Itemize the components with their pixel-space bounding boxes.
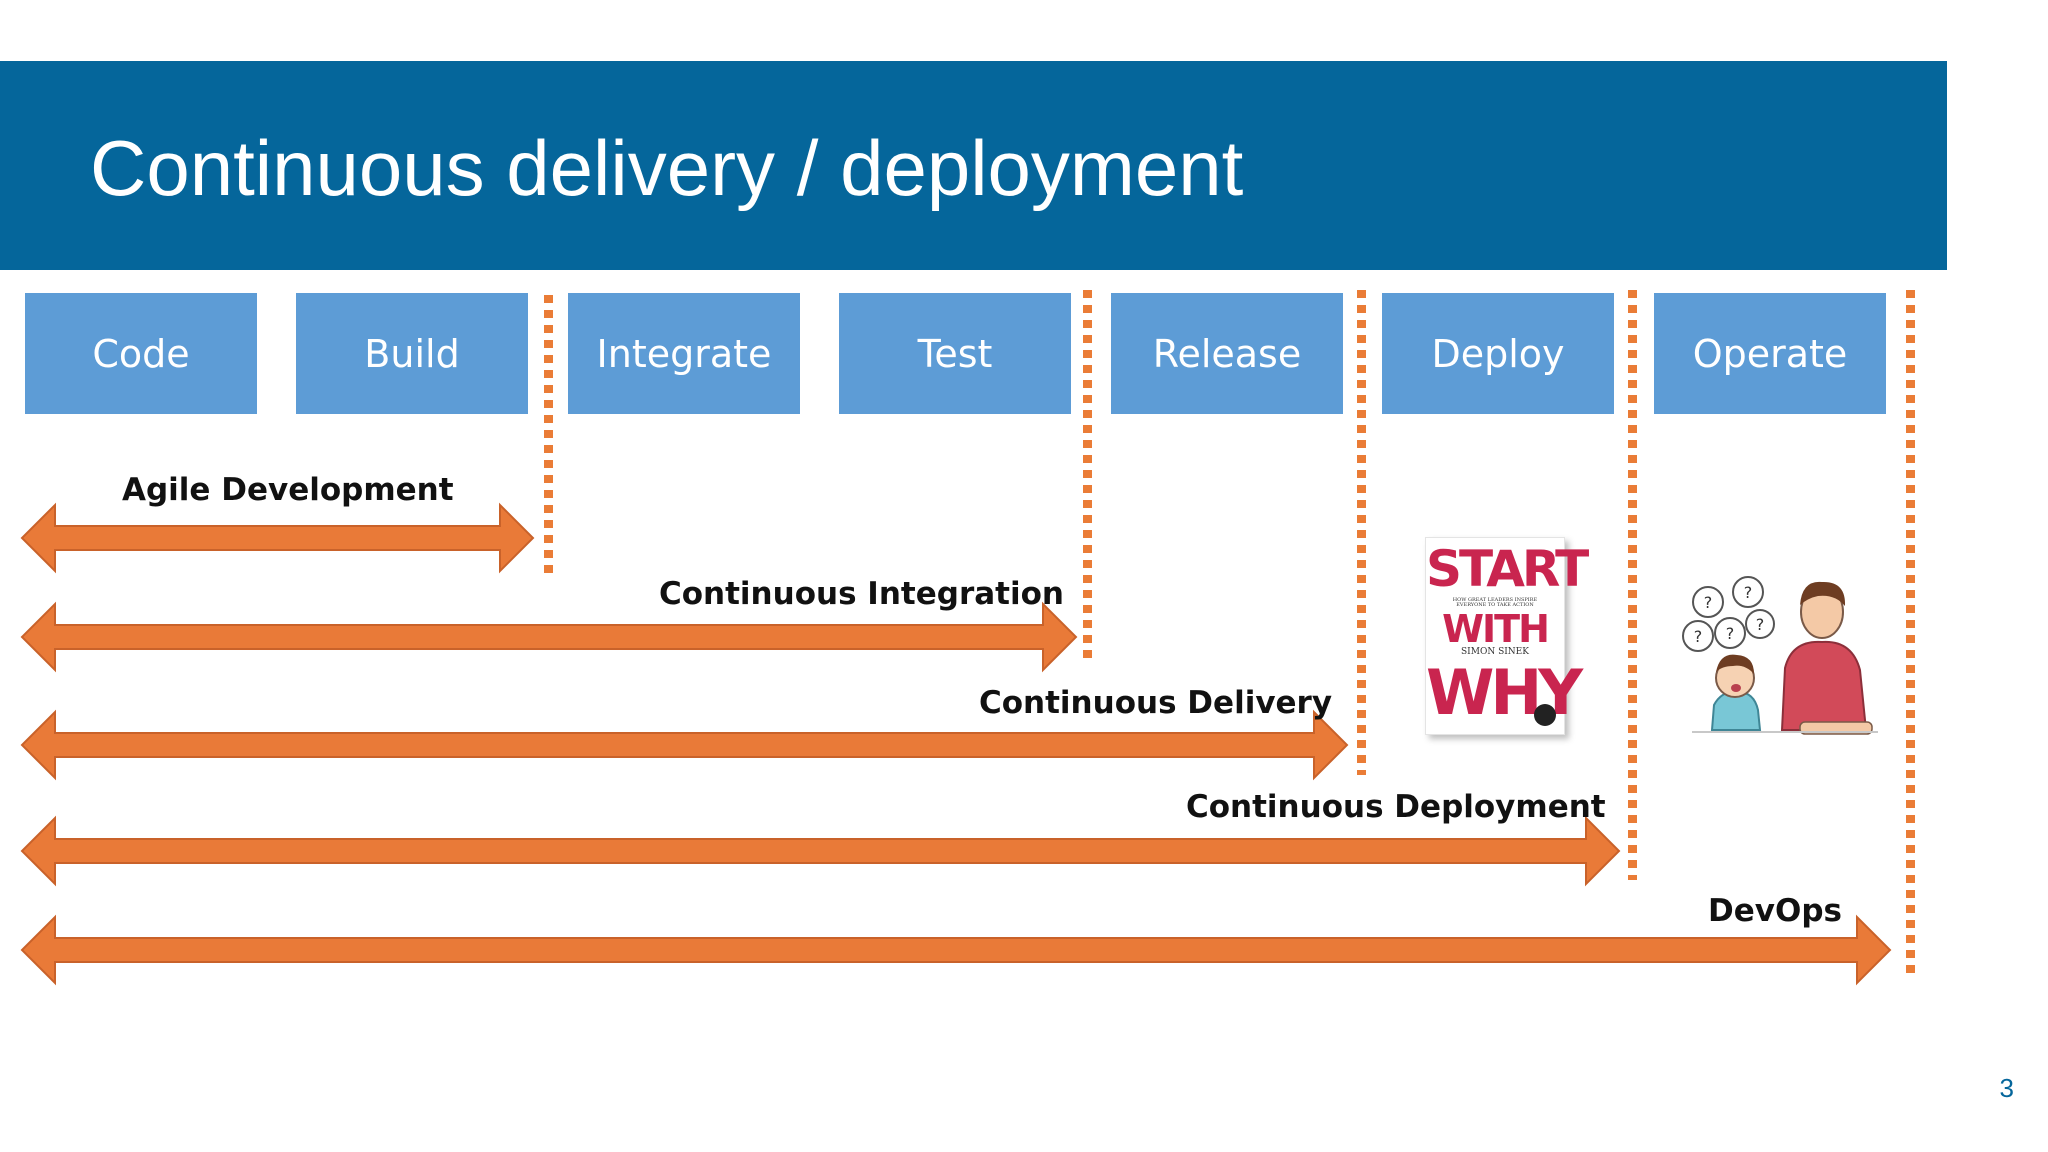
divider-release-deploy bbox=[1357, 290, 1366, 775]
label-continuous-delivery: Continuous Delivery bbox=[979, 685, 1333, 721]
divider-build-integrate bbox=[544, 295, 553, 580]
page-number: 3 bbox=[1999, 1073, 2014, 1103]
divider-deploy-operate bbox=[1628, 290, 1637, 880]
book-badge bbox=[1534, 704, 1556, 726]
title-bar bbox=[0, 61, 1947, 270]
stage-release: Release bbox=[1111, 293, 1343, 414]
divider-test-release bbox=[1083, 290, 1092, 665]
slide-title: Continuous delivery / deployment bbox=[90, 124, 1244, 212]
svg-text:?: ? bbox=[1704, 593, 1713, 612]
confused-people-icon: ? ? ? ? ? bbox=[1682, 576, 1878, 735]
stage-integrate: Integrate bbox=[568, 293, 800, 414]
arrow-continuous-delivery bbox=[20, 709, 1349, 781]
arrow-agile-development bbox=[20, 502, 535, 574]
book-title-line1: START bbox=[1426, 540, 1589, 598]
svg-text:?: ? bbox=[1744, 583, 1753, 602]
book-title-line3: WHY bbox=[1426, 656, 1583, 729]
svg-text:?: ? bbox=[1726, 624, 1735, 643]
stage-build: Build bbox=[296, 293, 528, 414]
stage-deploy: Deploy bbox=[1382, 293, 1614, 414]
label-continuous-deployment: Continuous Deployment bbox=[1186, 789, 1606, 825]
svg-text:?: ? bbox=[1694, 627, 1703, 646]
label-agile-development: Agile Development bbox=[122, 472, 454, 508]
book-author: SIMON SINEK bbox=[1461, 647, 1529, 657]
arrow-continuous-integration bbox=[20, 601, 1078, 673]
svg-text:?: ? bbox=[1756, 615, 1765, 634]
book-subtitle: HOW GREAT LEADERS INSPIRE EVERYONE TO TA… bbox=[1452, 597, 1538, 608]
stage-code: Code bbox=[25, 293, 257, 414]
book-title-line2: WITH bbox=[1442, 607, 1550, 651]
book-cover-icon: START HOW GREAT LEADERS INSPIRE EVERYONE… bbox=[1425, 537, 1589, 735]
label-continuous-integration: Continuous Integration bbox=[659, 576, 1064, 612]
stage-test: Test bbox=[839, 293, 1071, 414]
arrow-devops bbox=[20, 914, 1892, 986]
label-devops: DevOps bbox=[1708, 893, 1842, 929]
divider-operate-end bbox=[1906, 290, 1915, 980]
arrow-continuous-deployment bbox=[20, 815, 1621, 887]
stage-operate: Operate bbox=[1654, 293, 1886, 414]
